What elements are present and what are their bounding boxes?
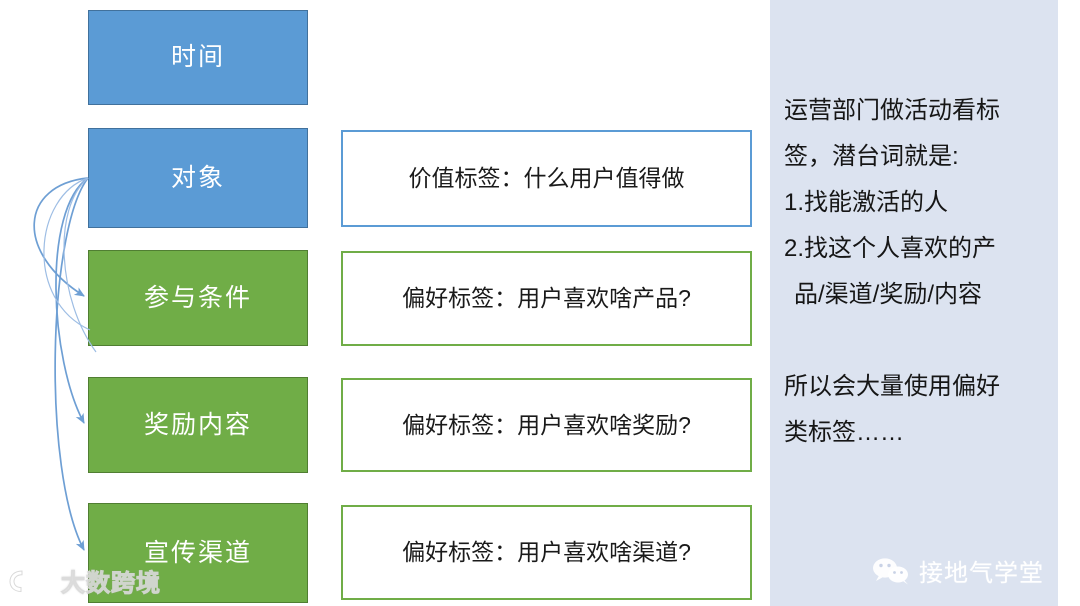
- wechat-icon: [873, 557, 908, 584]
- wechat-credit: 接地气学堂: [770, 553, 1044, 588]
- wechat-account-name: 接地气学堂: [919, 560, 1044, 587]
- note-line: 1.找能激活的人: [784, 189, 949, 216]
- category-box-object[interactable]: 对象: [88, 128, 308, 228]
- category-label: 宣传渠道: [143, 538, 252, 567]
- tag-box-text: 偏好标签：用户喜欢啥产品?: [402, 285, 691, 311]
- note-line: 所以会大量使用偏好: [784, 373, 1000, 400]
- tag-box-preference-product[interactable]: 偏好标签：用户喜欢啥产品?: [341, 251, 752, 346]
- arrow-echo-1: [43, 177, 91, 331]
- watermark: 大数跨境: [8, 563, 161, 598]
- tag-box-text: 偏好标签：用户喜欢啥奖励?: [402, 411, 691, 438]
- dashujingjing-logo-icon: [9, 569, 49, 592]
- category-label: 对象: [170, 163, 225, 192]
- note-line: 品/渠道/奖励/内容: [794, 281, 983, 308]
- tag-box-value-label[interactable]: 价值标签：什么用户值得做: [341, 130, 752, 227]
- category-box-rewards[interactable]: 奖励内容: [88, 377, 308, 473]
- arrow-object-to-rewards: [55, 177, 89, 424]
- category-box-time[interactable]: 时间: [88, 10, 308, 105]
- arrow-object-to-channels: [54, 177, 89, 551]
- note-panel: 运营部门做活动看标 签，潜台词就是: 1.找能激活的人 2.找这个人喜欢的产 品…: [770, 0, 1058, 606]
- tag-box-preference-channel[interactable]: 偏好标签：用户喜欢啥渠道?: [341, 505, 752, 600]
- tag-box-text: 偏好标签：用户喜欢啥渠道?: [402, 539, 691, 565]
- category-label: 时间: [170, 43, 225, 71]
- category-box-channels[interactable]: 宣传渠道: [88, 503, 308, 603]
- category-box-conditions[interactable]: 参与条件: [88, 250, 308, 346]
- note-line: 类标签……: [784, 419, 904, 446]
- category-label: 参与条件: [143, 283, 252, 312]
- tag-box-preference-reward[interactable]: 偏好标签：用户喜欢啥奖励?: [341, 378, 752, 472]
- tag-box-text: 价值标签：什么用户值得做: [408, 165, 685, 191]
- note-line: 运营部门做活动看标: [784, 97, 1000, 124]
- arrow-object-to-conditions: [33, 177, 89, 297]
- category-label: 奖励内容: [143, 410, 252, 439]
- watermark-text: 大数跨境: [61, 570, 161, 598]
- note-line: 签，潜台词就是:: [784, 143, 959, 170]
- note-line: 2.找这个人喜欢的产: [784, 235, 997, 262]
- note-spacer: [784, 318, 1046, 364]
